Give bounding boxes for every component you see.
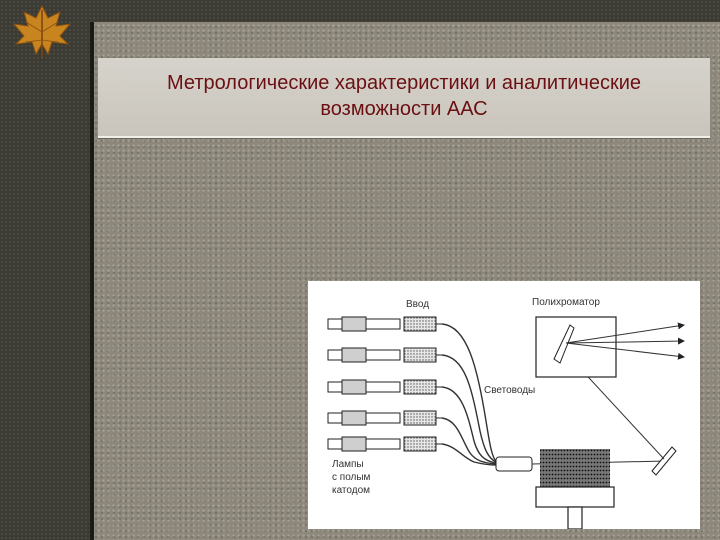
label-polychromator: Полихроматор: [532, 297, 600, 308]
label-input: Ввод: [406, 299, 429, 310]
burner-stem: [568, 507, 582, 529]
left-border-band: [0, 0, 90, 540]
aas-schematic-figure: Ввод Полихроматор Световоды Лампы с полы…: [308, 281, 700, 529]
burner-head: [536, 487, 614, 507]
label-lamps-line-3: катодом: [332, 485, 370, 496]
lamp-row-3: [328, 380, 442, 394]
maple-leaf-icon: [2, 2, 86, 62]
lamp-row-5: [328, 437, 442, 451]
slide-title-line-1: Метрологические характеристики и аналити…: [98, 70, 710, 96]
title-box: Метрологические характеристики и аналити…: [98, 58, 710, 138]
lamp-row-4: [328, 411, 442, 425]
collimator-tube: [496, 457, 532, 471]
polychromator-box: [536, 317, 616, 377]
lamp-row-2: [328, 348, 442, 362]
aas-schematic-diagram: Ввод Полихроматор Световоды Лампы с полы…: [308, 281, 700, 529]
slide-title: Метрологические характеристики и аналити…: [98, 70, 710, 122]
atomizer-flame: [540, 449, 610, 487]
label-lightguides: Световоды: [484, 385, 535, 396]
content-left-edge: [90, 22, 94, 540]
slide-title-line-2: возможности ААС: [98, 96, 710, 122]
lamp-row-1: [328, 317, 442, 331]
top-border-band: [0, 0, 720, 22]
label-lamps-line-2: с полым: [332, 472, 371, 483]
label-lamps-line-1: Лампы: [332, 459, 364, 470]
